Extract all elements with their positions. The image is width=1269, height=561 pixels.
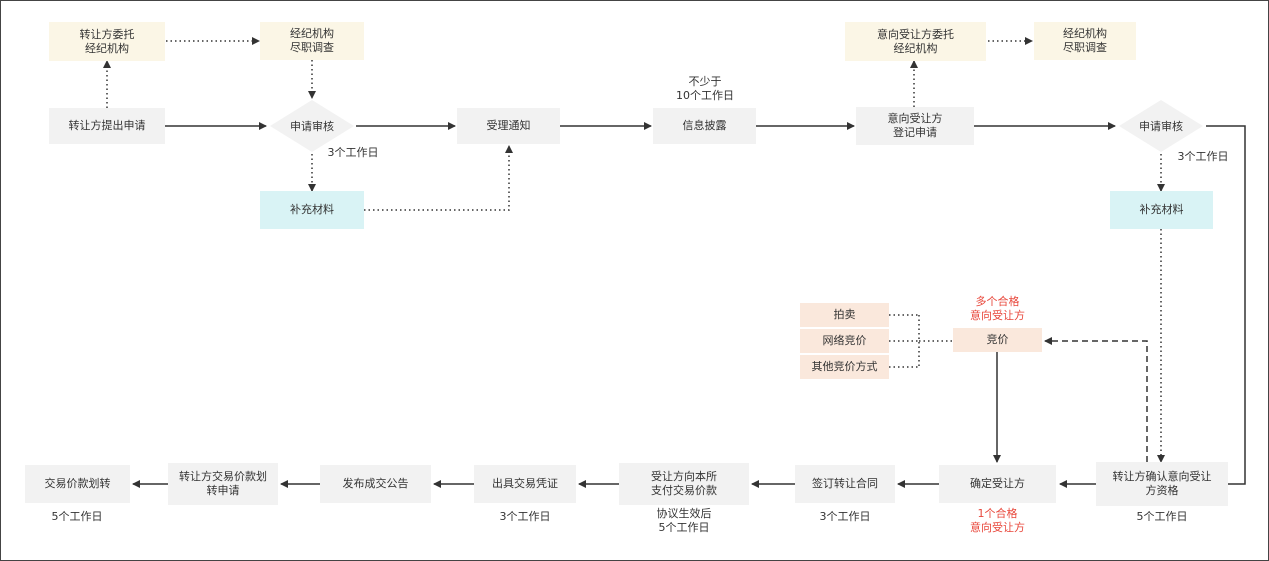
node-n11-label: 申请审核	[1139, 120, 1183, 133]
edge-n13-n14	[1044, 337, 1148, 462]
edge-n5-n6	[364, 145, 513, 211]
node-n8: 意向受让方 登记申请	[856, 107, 974, 145]
note-t4: 多个合格 意向受让方	[970, 295, 1025, 322]
node-n4-label: 申请审核	[290, 120, 334, 133]
edge-n11-n13	[1206, 125, 1246, 488]
node-n18: 确定受让方	[939, 465, 1056, 503]
note-t10: 5个工作日	[51, 510, 103, 523]
node-n12: 补充材料	[1110, 191, 1213, 229]
node-n9: 意向受让方委托 经纪机构	[845, 22, 986, 61]
note-t2: 不少于 10个工作日	[676, 75, 734, 102]
node-n7: 信息披露	[653, 108, 756, 144]
node-n15: 拍卖	[800, 303, 889, 327]
node-n2: 转让方委托 经纪机构	[49, 22, 165, 61]
node-n6: 受理通知	[457, 108, 560, 144]
node-n21: 出具交易凭证	[474, 465, 576, 503]
node-n13: 转让方确认意向受让 方资格	[1096, 462, 1228, 506]
note-t6: 5个工作日	[1136, 510, 1188, 523]
node-n10: 经纪机构 尽职调查	[1034, 22, 1136, 60]
node-n5: 补充材料	[260, 191, 364, 229]
note-t7: 3个工作日	[819, 510, 871, 523]
node-n22: 发布成交公告	[320, 465, 431, 503]
node-n4: 申请审核	[270, 100, 354, 152]
note-t3: 3个工作日	[1177, 150, 1229, 163]
node-n14: 竞价	[953, 328, 1042, 352]
node-n11: 申请审核	[1119, 100, 1203, 152]
node-n17: 其他竞价方式	[800, 355, 889, 379]
node-n20: 受让方向本所 支付交易价款	[619, 463, 749, 505]
node-n3: 经纪机构 尽职调查	[260, 22, 364, 60]
node-n23: 转让方交易价款划 转申请	[168, 463, 278, 505]
node-n16: 网络竞价	[800, 329, 889, 353]
node-n1: 转让方提出申请	[49, 108, 165, 144]
note-t1: 3个工作日	[327, 146, 379, 159]
note-t8: 协议生效后 5个工作日	[656, 507, 712, 534]
note-t5: 1个合格 意向受让方	[970, 507, 1025, 534]
node-n24: 交易价款划转	[25, 465, 130, 503]
node-n19: 签订转让合同	[795, 465, 895, 503]
note-t9: 3个工作日	[499, 510, 551, 523]
